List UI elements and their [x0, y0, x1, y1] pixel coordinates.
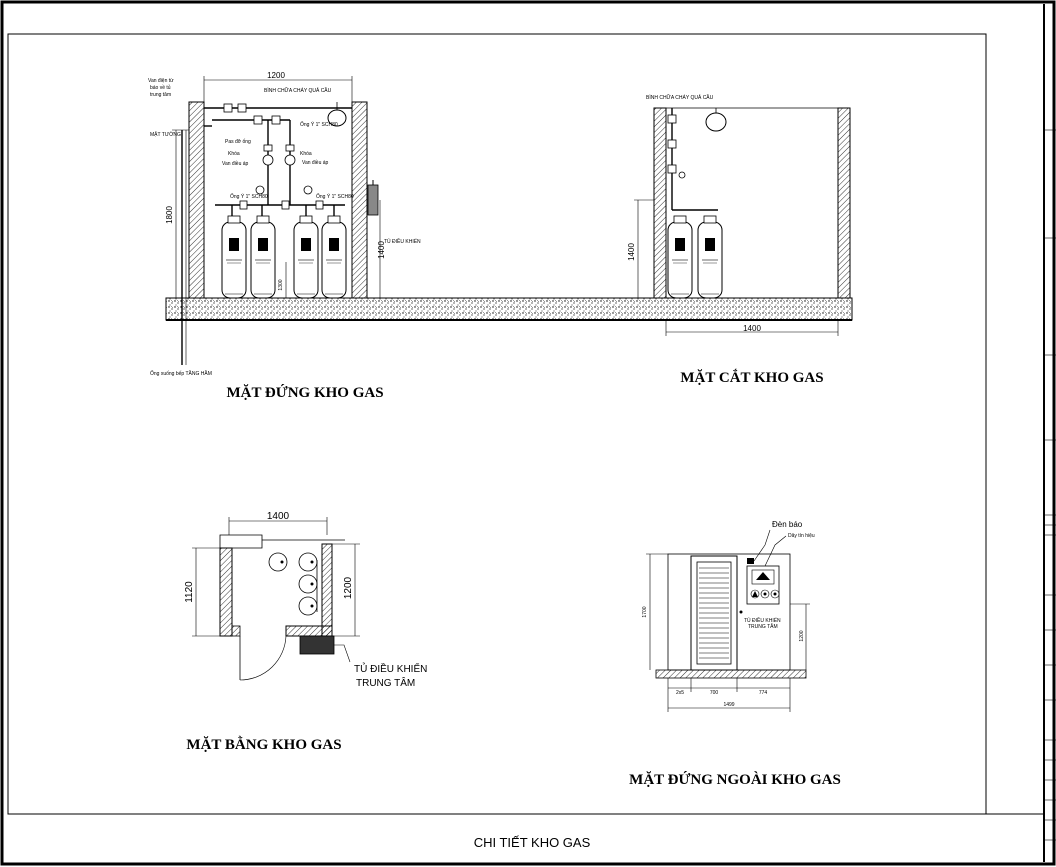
- label-wall: MẶT TƯỜNG: [150, 131, 181, 138]
- outer-dim-right: 1200: [799, 630, 805, 641]
- plan-right-wall: [321, 543, 333, 637]
- section-left-wall: [653, 107, 667, 299]
- dim-small: 1300: [278, 279, 284, 290]
- plan-dim-top: 1400: [267, 511, 290, 522]
- elevation-view: 1200 1800 1400: [148, 71, 853, 401]
- section-dim-bottom: 1400: [743, 324, 761, 333]
- gas-tank: [293, 215, 319, 299]
- section-gas-tank: [667, 215, 693, 299]
- outer-elevation-view: Đèn báo Dây tín hiệu TỦ ĐIỀU KHIỂN TRUNG…: [629, 520, 841, 788]
- label-down-pipe: Ống xuống bếp TẦNG HẦM: [150, 370, 212, 377]
- outer-dim-total: 1499: [723, 702, 734, 708]
- plan-title: MẶT BẰNG KHO GAS: [186, 736, 341, 753]
- plan-label-panel-2: TRUNG TÂM: [356, 676, 415, 689]
- label-valve-1: Van điện từ: [148, 78, 174, 84]
- label-lock-1: Khóa: [228, 151, 240, 157]
- plan-bottom-wall: [285, 625, 333, 637]
- section-label-extinguisher: BÌNH CHỮA CHÁY QUẢ CẦU: [646, 94, 714, 101]
- right-wall: [351, 101, 368, 299]
- outer-dim-left: 1700: [642, 606, 648, 617]
- gas-tank: [221, 215, 247, 299]
- outer-label-panel-1: TỦ ĐIỀU KHIỂN: [744, 617, 781, 624]
- extinguisher-ball: [327, 109, 347, 127]
- outer-label-lamp: Đèn báo: [772, 520, 803, 529]
- elevation-title: MẶT ĐỨNG KHO GAS: [226, 384, 383, 401]
- outer-dim-a: 2x5: [676, 690, 684, 696]
- outer-dim-b: 700: [710, 690, 719, 696]
- section-view: BÌNH CHỮA CHÁY QUẢ CẦU 1400 1400 MẶT CẮT…: [627, 94, 851, 386]
- label-regulator-1: Van điều áp: [222, 161, 249, 167]
- section-extinguisher: [705, 112, 727, 132]
- label-lock-2: Khóa: [300, 151, 312, 157]
- dim-side: 1800: [165, 206, 174, 224]
- label-pipe-1: Ống Ý 1" SCH80: [300, 121, 338, 128]
- sheet-title: CHI TIẾT KHO GAS: [474, 835, 591, 850]
- ground-base: [655, 669, 807, 679]
- gas-tank: [250, 215, 276, 299]
- label-pipe-2: Ống Ý 1" SCH80: [230, 193, 268, 200]
- section-gas-tank: [697, 215, 723, 299]
- left-wall: [188, 101, 205, 299]
- plan-dim-right: 1200: [343, 576, 354, 599]
- label-valve-3: trung tâm: [150, 92, 171, 98]
- plan-dim-left: 1120: [184, 581, 195, 603]
- plan-view: 1400 TỦ ĐIỀU KHIỂN TRUNG TÂM: [184, 511, 427, 753]
- outer-dim-c: 774: [759, 690, 768, 696]
- title-block-ticks: [1044, 129, 1056, 841]
- label-valve-2: báo về tủ: [150, 84, 171, 91]
- section-right-wall: [837, 107, 851, 299]
- label-pass: Pas đỡ ống: [225, 139, 251, 145]
- outer-label-signal: Dây tín hiệu: [788, 533, 815, 539]
- outer-title: MẶT ĐỨNG NGOÀI KHO GAS: [629, 771, 841, 788]
- control-panel-box: [367, 184, 379, 216]
- plan-left-wall: [219, 547, 233, 637]
- indicator-lamp: [747, 558, 754, 564]
- label-extinguisher: BÌNH CHỮA CHÁY QUẢ CẦU: [264, 87, 332, 94]
- floor-slab: [165, 297, 853, 321]
- dim-top: 1200: [267, 71, 285, 80]
- plan-label-panel-1: TỦ ĐIỀU KHIỂN: [354, 662, 427, 675]
- dim-inner: 1400: [377, 241, 386, 259]
- gas-tank: [321, 215, 347, 299]
- label-panel: TỦ ĐIỀU KHIỂN: [384, 238, 421, 245]
- section-dim-side: 1400: [627, 243, 636, 261]
- outer-label-panel-2: TRUNG TÂM: [748, 623, 778, 630]
- label-regulator-2: Van điều áp: [302, 160, 329, 166]
- section-title: MẶT CẮT KHO GAS: [680, 369, 823, 386]
- plan-control-panel: [299, 635, 335, 655]
- label-pipe-3: Ống Ý 1" SCH80: [316, 193, 354, 200]
